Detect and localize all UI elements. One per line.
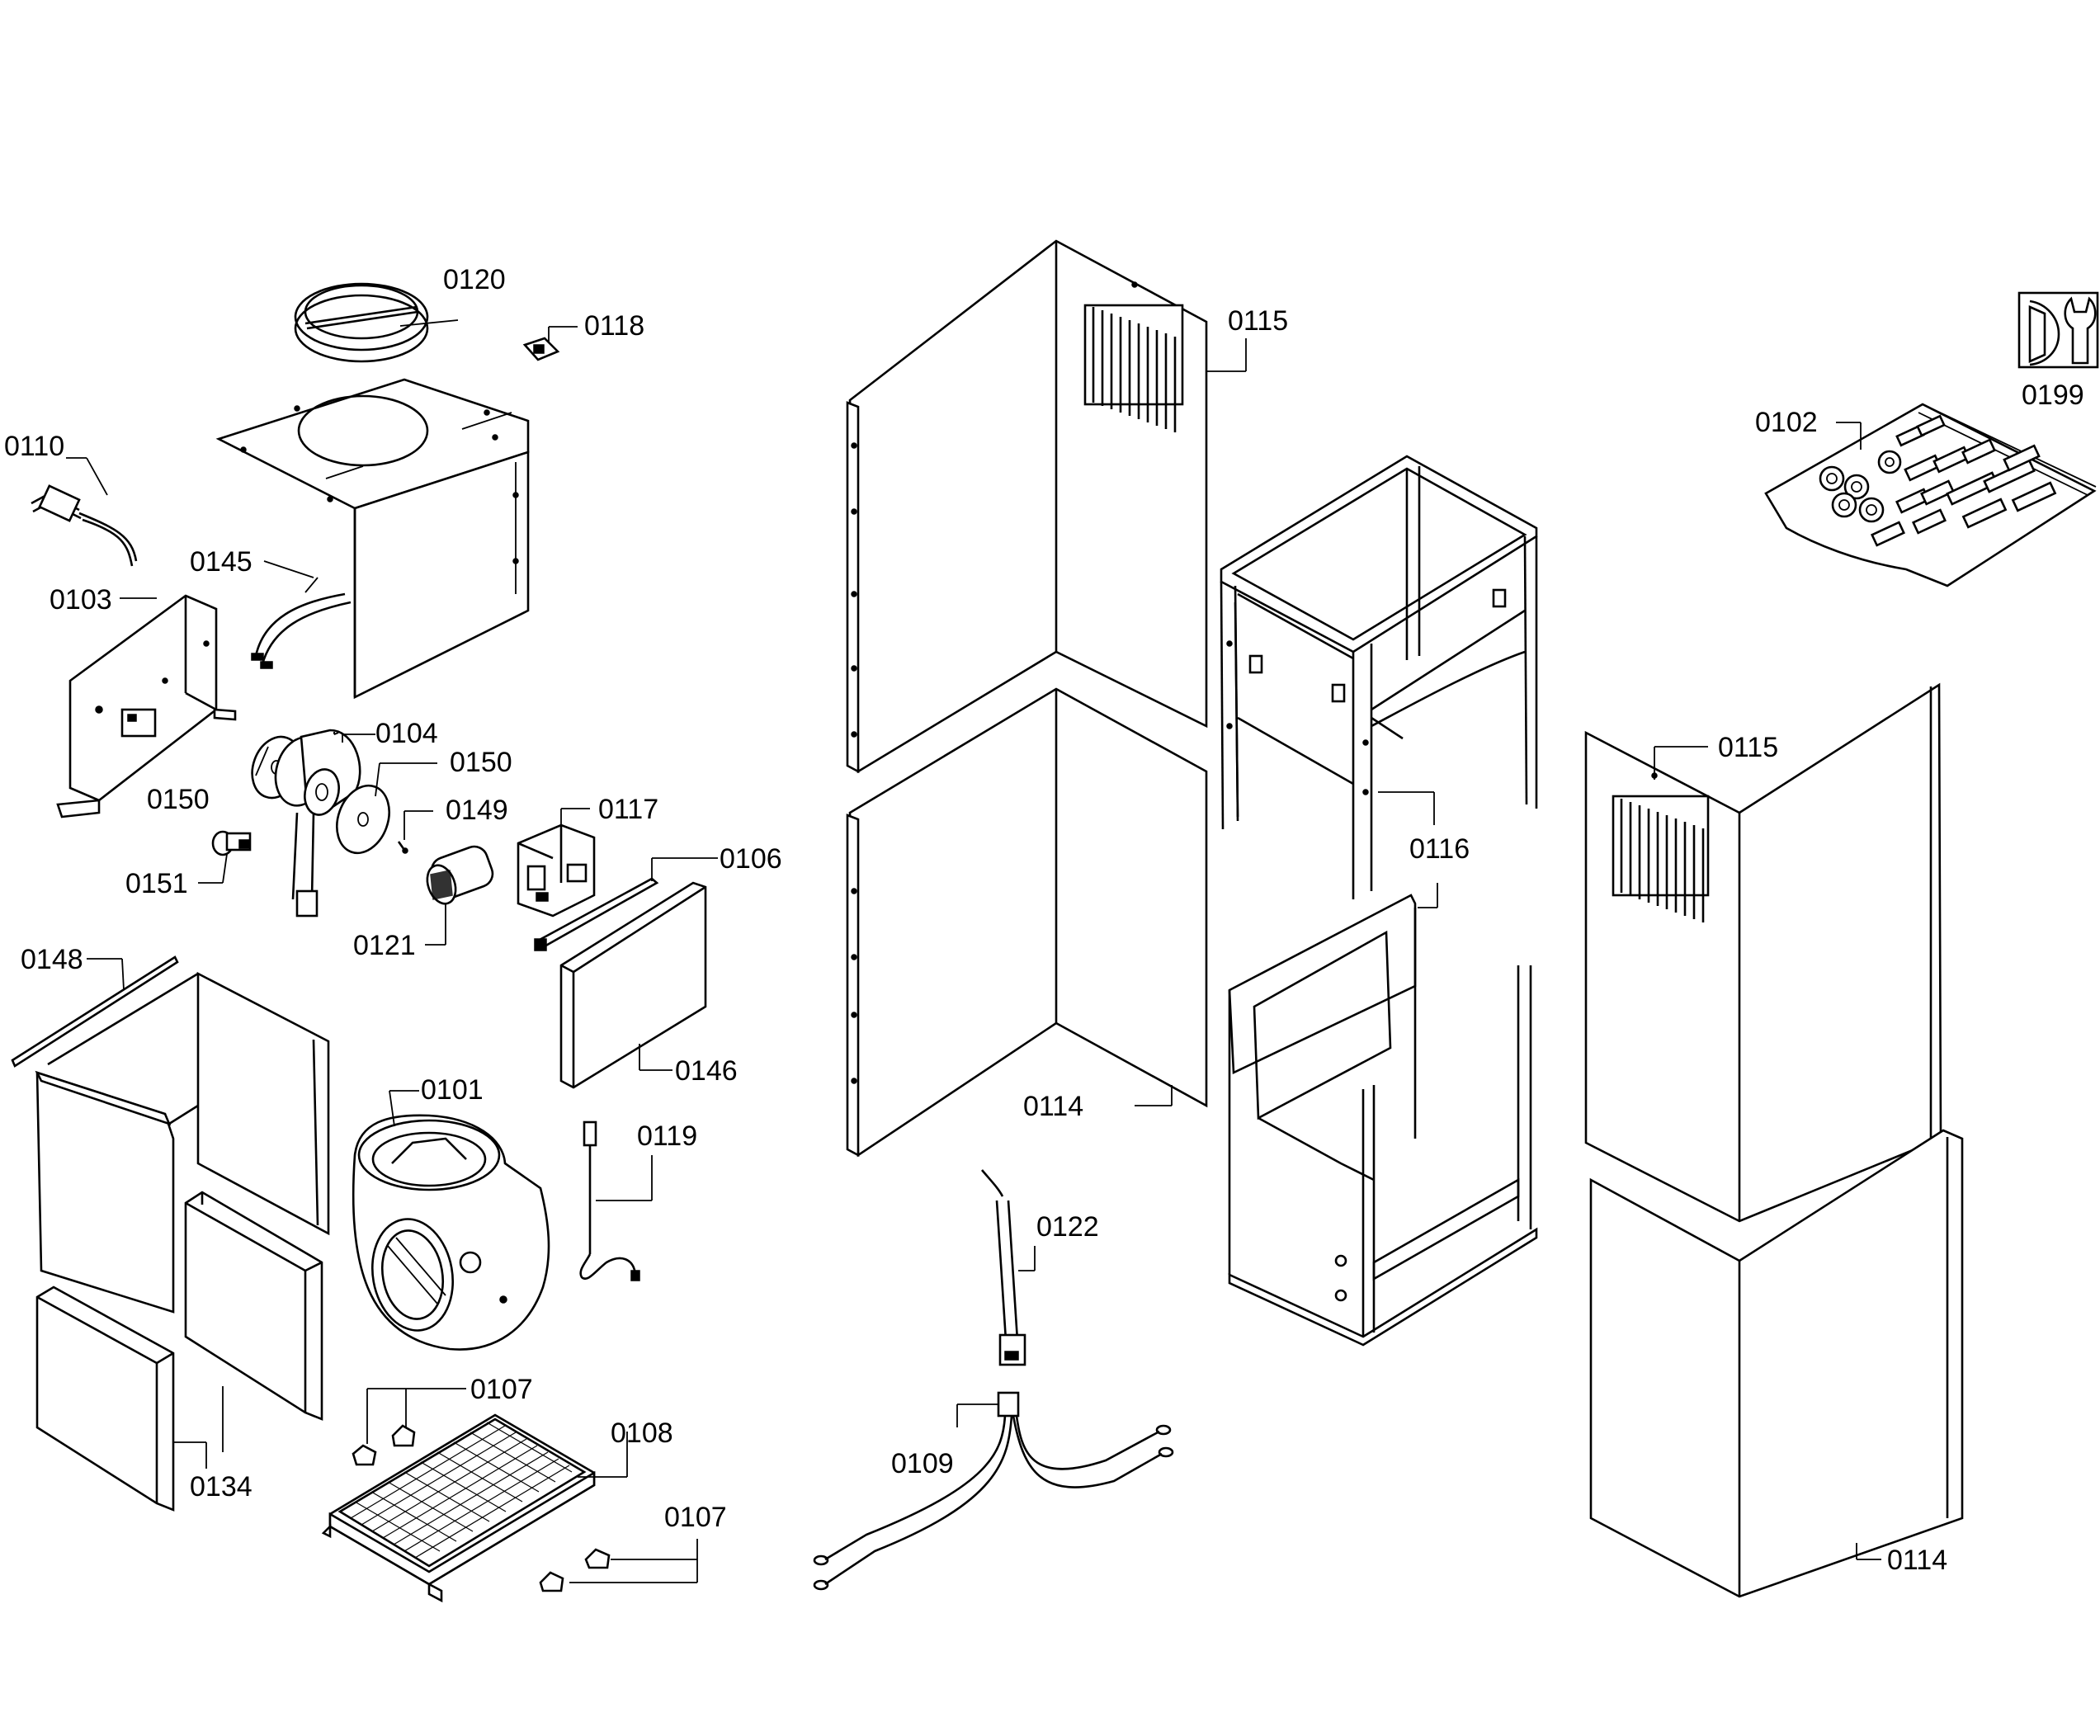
vent-slots-right xyxy=(1612,795,1710,922)
part-0116-frame-upper xyxy=(1220,455,1538,899)
part-0108-mesh-filter xyxy=(321,1413,596,1603)
label-0121: 0121 xyxy=(353,930,416,961)
part-0102-hardware-bag xyxy=(1764,403,2097,587)
bolts-and-nuts xyxy=(1819,414,2057,547)
part-lower-box xyxy=(35,971,330,1314)
part-0151-terminal xyxy=(211,830,252,856)
part-0145-wire-clips xyxy=(251,577,352,669)
part-0150-disc-right xyxy=(336,784,390,855)
label-0114-right: 0114 xyxy=(1887,1545,1947,1576)
label-0104: 0104 xyxy=(375,718,438,749)
label-0107-bottom: 0107 xyxy=(664,1502,727,1533)
part-number-labels: 0120 0118 0110 0145 0103 0104 0150 0150 … xyxy=(4,264,2084,1576)
part-0114-chimney-lower-right xyxy=(1589,1129,1964,1598)
part-0115-chimney-upper-left xyxy=(846,239,1208,774)
part-0115-chimney-upper-right xyxy=(1584,682,1942,1223)
part-0148-strip xyxy=(11,955,179,1068)
part-0117-control-module xyxy=(517,823,596,918)
label-0134: 0134 xyxy=(190,1471,252,1502)
label-0114-left: 0114 xyxy=(1023,1091,1083,1122)
label-0107-top: 0107 xyxy=(470,1374,533,1405)
label-0115-left: 0115 xyxy=(1228,305,1288,337)
part-0119-wire xyxy=(579,1120,640,1281)
label-0106: 0106 xyxy=(720,843,782,875)
label-0146: 0146 xyxy=(675,1055,738,1087)
label-0103: 0103 xyxy=(50,584,112,616)
label-0115-right: 0115 xyxy=(1718,732,1778,763)
label-0102: 0102 xyxy=(1755,407,1818,438)
label-0150-right: 0150 xyxy=(450,747,512,778)
label-0116: 0116 xyxy=(1409,833,1470,865)
label-0101: 0101 xyxy=(421,1074,484,1106)
part-0134-panel-lower xyxy=(35,1285,175,1512)
part-0149-pin xyxy=(397,841,408,854)
part-0134-panel-upper xyxy=(184,1191,323,1421)
part-0106-light-strip xyxy=(534,877,659,951)
label-0199: 0199 xyxy=(2022,380,2084,411)
label-0108: 0108 xyxy=(611,1418,673,1449)
label-0117: 0117 xyxy=(598,794,658,825)
part-0120-ring xyxy=(294,282,429,363)
part-0103-bracket xyxy=(56,594,237,818)
vent-slots-left xyxy=(1083,304,1184,432)
label-0151: 0151 xyxy=(125,868,188,899)
mesh-pattern xyxy=(350,1422,573,1559)
label-0120: 0120 xyxy=(443,264,506,295)
label-0119: 0119 xyxy=(637,1120,697,1152)
part-0146-filter-panel xyxy=(559,881,707,1089)
part-0114-chimney-lower-left xyxy=(846,687,1208,1158)
part-0118-clip xyxy=(522,337,560,361)
label-0122: 0122 xyxy=(1036,1211,1099,1243)
label-0150-left: 0150 xyxy=(147,784,210,815)
part-0109-wire-harness xyxy=(813,1391,1174,1591)
wrench-icon xyxy=(2017,291,2099,369)
label-0145: 0145 xyxy=(190,546,252,578)
part-0107-clip-b xyxy=(539,1548,611,1592)
part-0104-capacitor xyxy=(274,729,361,918)
label-0118: 0118 xyxy=(584,310,644,342)
label-0109: 0109 xyxy=(891,1448,954,1479)
label-0148: 0148 xyxy=(21,944,83,975)
part-0121-run-capacitor xyxy=(426,845,494,905)
part-0110-power-cord xyxy=(31,484,138,567)
label-0110: 0110 xyxy=(4,431,64,462)
part-0122-wire-lead xyxy=(981,1169,1026,1366)
part-0116-frame-lower xyxy=(1228,894,1538,1347)
part-0107-clip-a xyxy=(352,1424,416,1466)
part-top-housing xyxy=(215,378,530,700)
part-0101-blower xyxy=(352,1114,550,1351)
label-0149: 0149 xyxy=(446,795,508,826)
